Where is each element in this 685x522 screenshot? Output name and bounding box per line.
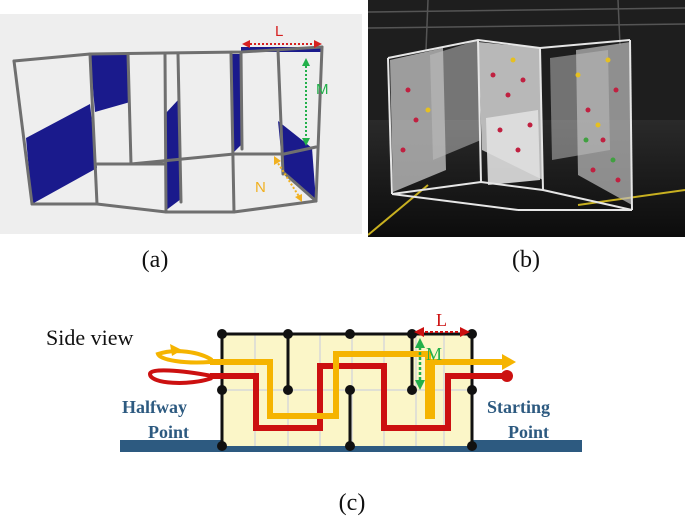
m-arrow — [302, 58, 310, 146]
caption-c: (c) — [338, 490, 366, 516]
red-climbing-path — [210, 363, 505, 431]
climbing-wall — [430, 40, 481, 160]
blue-wall-panel — [165, 100, 181, 211]
label-l-side: L — [436, 310, 447, 330]
halfway-point-label-1: Halfway — [122, 397, 187, 417]
panel-b-photo — [367, 0, 685, 237]
blue-wall-panel — [26, 104, 97, 204]
side-view-diagram: L M Side view Halfway Point Starting Poi… — [46, 310, 582, 452]
blue-wall-panel — [90, 54, 130, 112]
halfway-point-label-2: Point — [148, 422, 189, 442]
label-m-side: M — [426, 344, 442, 364]
side-view-label: Side view — [46, 325, 133, 350]
caption-b: (b) — [512, 247, 540, 273]
l-arrow — [242, 40, 322, 48]
label-l: L — [275, 23, 283, 40]
climbing-wall — [576, 42, 632, 205]
label-n: N — [255, 179, 266, 196]
starting-point-label-1: Starting — [487, 397, 550, 417]
orange-climbing-path — [210, 351, 504, 419]
label-m: M — [316, 81, 329, 98]
panel-a-wireframe: L M N — [0, 14, 362, 234]
starting-point-label-2: Point — [508, 422, 549, 442]
frame-lines — [12, 45, 324, 214]
panel-c-side-view: L M Side view Halfway Point Starting Poi… — [0, 290, 685, 470]
blue-wall-panel — [278, 121, 316, 201]
climbing-wall — [486, 110, 540, 185]
n-arrow — [274, 156, 302, 202]
caption-a: (a) — [141, 247, 169, 273]
wireframe-illustration: L M N — [12, 23, 329, 214]
climbing-structure-photo — [367, 0, 685, 237]
